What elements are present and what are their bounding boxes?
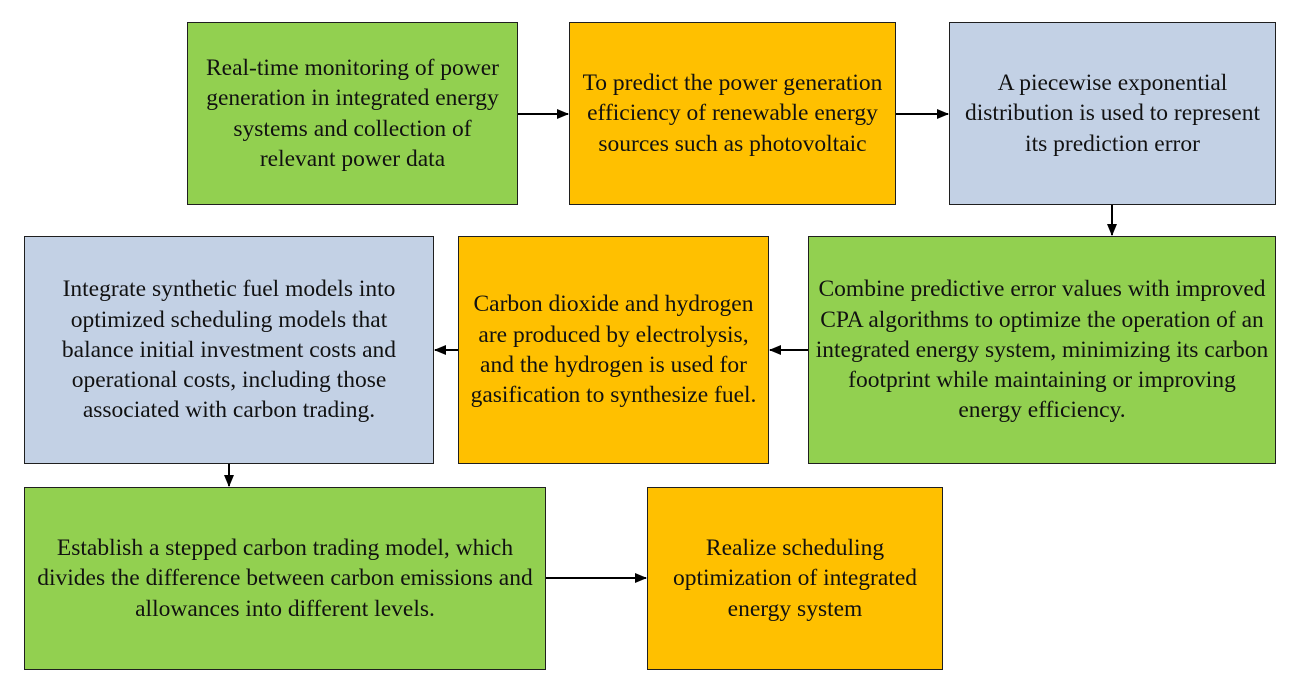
- realize-box: Realize scheduling optimization of integ…: [647, 487, 943, 670]
- synthetic-fuel-text: Integrate synthetic fuel models into opt…: [61, 276, 397, 424]
- realize-text: Realize scheduling optimization of integ…: [672, 535, 918, 622]
- monitoring-text: Real-time monitoring of power generation…: [205, 54, 500, 172]
- predict-box: To predict the power generation efficien…: [569, 22, 896, 205]
- error-distribution-box: A piecewise exponential distribution is …: [949, 22, 1276, 205]
- stepped-model-box: Establish a stepped carbon trading model…: [24, 487, 546, 670]
- monitoring-box: Real-time monitoring of power generation…: [187, 22, 518, 205]
- stepped-model-text: Establish a stepped carbon trading model…: [37, 535, 533, 622]
- error-distribution-text: A piecewise exponential distribution is …: [964, 70, 1260, 157]
- cpa-optimize-box: Combine predictive error values with imp…: [808, 236, 1276, 464]
- predict-text: To predict the power generation efficien…: [582, 70, 883, 157]
- electrolysis-box: Carbon dioxide and hydrogen are produced…: [458, 236, 769, 464]
- electrolysis-text: Carbon dioxide and hydrogen are produced…: [470, 291, 757, 409]
- cpa-optimize-text: Combine predictive error values with imp…: [815, 276, 1269, 424]
- synthetic-fuel-box: Integrate synthetic fuel models into opt…: [24, 236, 434, 464]
